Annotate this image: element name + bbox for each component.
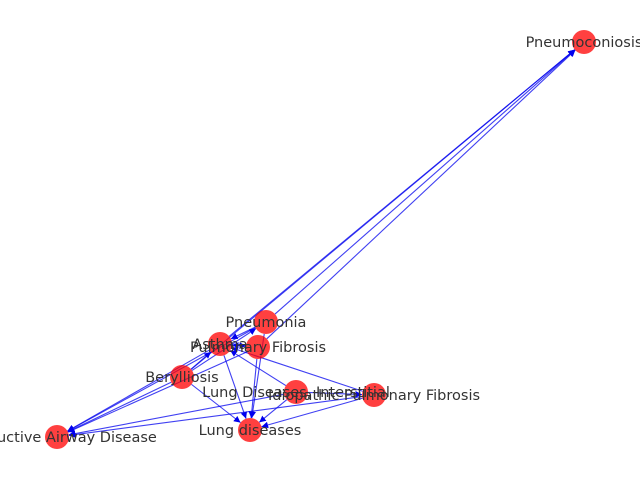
edge-idiopathic-pulmonary-fibrosis-to-obstructive-airway-disease — [68, 396, 363, 438]
edge-berylliosis-to-pneumoconiosis — [190, 49, 576, 370]
edge-berylliosis-to-lung-diseases — [191, 383, 241, 424]
edge-lung-diseases-interstitial-to-idiopathic-pulmonary-fibrosis — [307, 390, 363, 398]
edge-asthma-to-obstructive-airway-disease — [67, 349, 210, 432]
edge-idiopathic-pulmonary-fibrosis-to-lung-diseases — [261, 397, 363, 429]
edge-berylliosis-to-obstructive-airway-disease — [67, 381, 172, 433]
edge-layer — [67, 49, 576, 438]
node-lung-diseases[interactable] — [238, 418, 262, 442]
node-label-obstructive-airway-disease: Obstructive Airway Disease — [0, 430, 157, 446]
edge-pulmonary-fibrosis-to-obstructive-airway-disease — [67, 351, 248, 433]
node-layer — [45, 30, 596, 449]
edge-pulmonary-fibrosis-to-pneumoconiosis — [266, 49, 576, 340]
node-idiopathic-pulmonary-fibrosis[interactable] — [362, 383, 386, 407]
edge-pulmonary-fibrosis-to-lung-diseases — [248, 358, 258, 419]
node-label-pneumoconiosis: Pneumoconiosis — [526, 35, 640, 51]
node-obstructive-airway-disease[interactable] — [45, 425, 69, 449]
edge-asthma-to-pulmonary-fibrosis — [231, 342, 247, 349]
node-pneumonia[interactable] — [254, 310, 278, 334]
node-label-lung-diseases: Lung diseases — [199, 423, 302, 439]
node-label-lung-diseases-interstitial: Lung Diseases, Interstitial — [202, 385, 390, 401]
edge-lung-diseases-interstitial-to-obstructive-airway-disease — [68, 393, 285, 437]
node-pneumoconiosis[interactable] — [572, 30, 596, 54]
node-label-pulmonary-fibrosis: Pulmonary Fibrosis — [190, 340, 326, 356]
node-berylliosis[interactable] — [170, 365, 194, 389]
node-label-berylliosis: Berylliosis — [145, 370, 219, 386]
node-asthma[interactable] — [208, 332, 232, 356]
edge-asthma-to-lung-diseases — [223, 355, 247, 419]
edge-lung-diseases-interstitial-to-lung-diseases — [258, 399, 288, 423]
node-pulmonary-fibrosis[interactable] — [246, 335, 270, 359]
edge-pneumonia-to-pneumoconiosis — [274, 49, 576, 315]
edge-lung-diseases-interstitial-to-asthma — [229, 349, 287, 387]
node-label-asthma: Asthma — [192, 337, 247, 353]
node-label-idiopathic-pulmonary-fibrosis: Idiopathic Pulmonary Fibrosis — [268, 388, 480, 404]
node-lung-diseases-interstitial[interactable] — [284, 380, 308, 404]
node-label-pneumonia: Pneumonia — [226, 315, 307, 331]
